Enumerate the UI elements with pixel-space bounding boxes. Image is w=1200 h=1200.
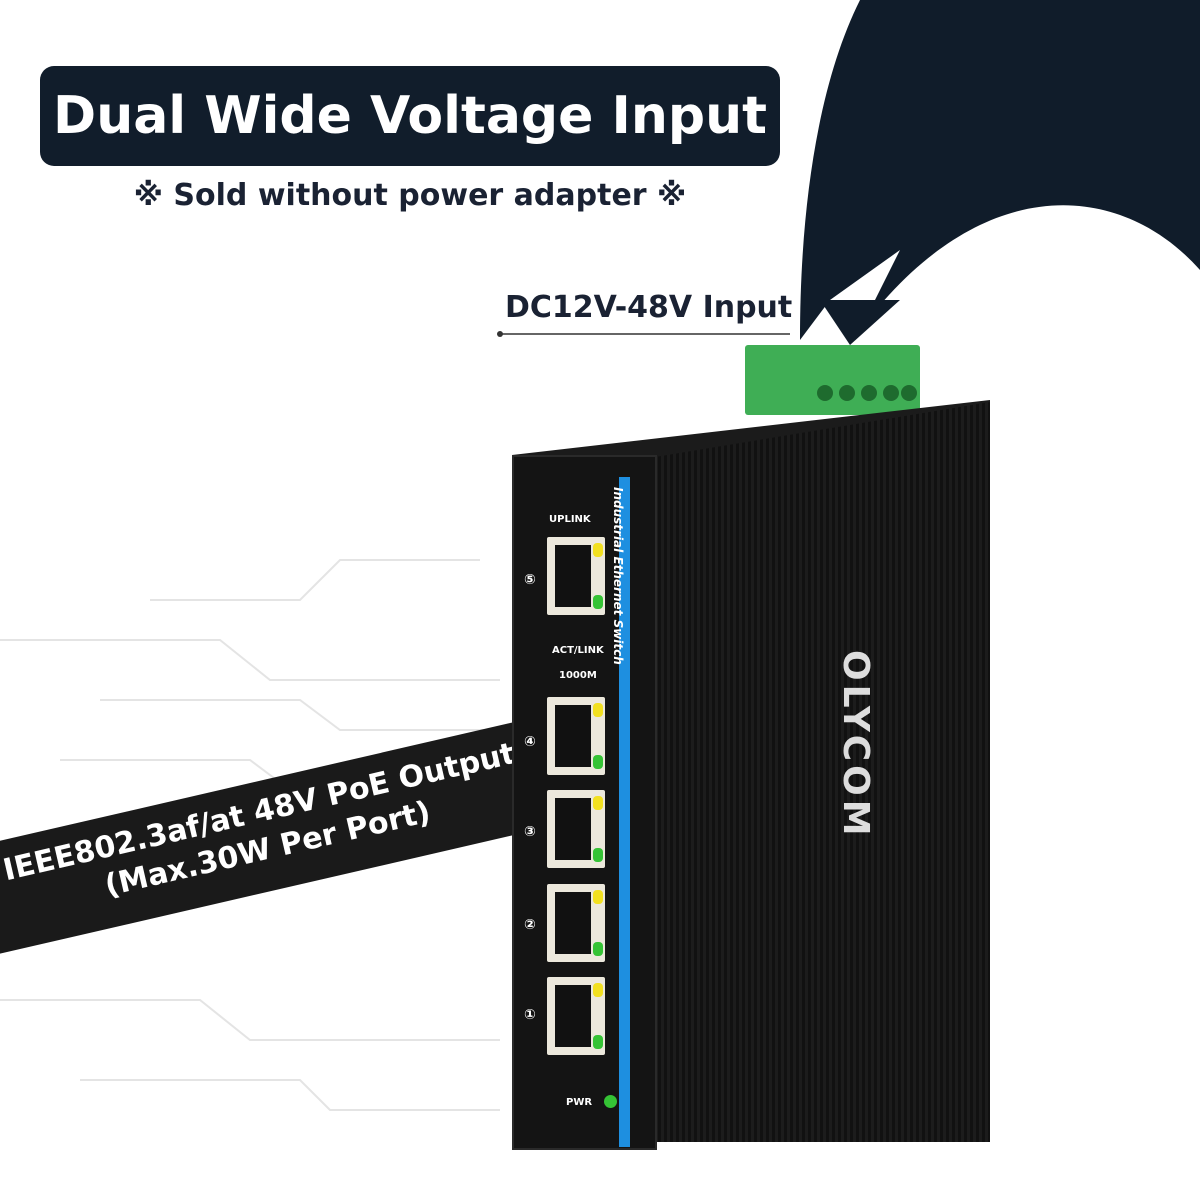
device-type-label: Industrial Ethernet Switch: [611, 487, 625, 665]
brand-logo: OLYCOM: [835, 650, 876, 840]
act-link-label: ACT/LINK: [552, 645, 604, 656]
ethernet-port-3[interactable]: [547, 790, 605, 868]
terminal-block: [745, 345, 920, 415]
port-number: ②: [524, 917, 536, 933]
switch-front-panel: Industrial Ethernet Switch UPLINK ⑤ ACT/…: [512, 455, 657, 1150]
speed-label: 1000M: [559, 670, 597, 681]
blue-stripe: [619, 477, 630, 1147]
ethernet-port-4[interactable]: [547, 697, 605, 775]
port-number: ④: [524, 734, 536, 750]
port-number: ⑤: [524, 572, 536, 588]
input-label: DC12V-48V Input: [505, 290, 793, 325]
port-number: ①: [524, 1007, 536, 1023]
ethernet-port-1[interactable]: [547, 977, 605, 1055]
arrow-head-icon: [820, 300, 900, 345]
callout-dot: [497, 331, 503, 337]
curved-arrow-icon: [800, 0, 1200, 340]
pwr-label: PWR: [566, 1097, 593, 1108]
title-banner: Dual Wide Voltage Input: [40, 66, 780, 166]
port-number: ③: [524, 824, 536, 840]
ethernet-port-2[interactable]: [547, 884, 605, 962]
ethernet-port-5[interactable]: [547, 537, 605, 615]
switch-side: [655, 402, 990, 1142]
page-title: Dual Wide Voltage Input: [53, 86, 767, 146]
uplink-label: UPLINK: [549, 514, 591, 525]
subtitle: ※ Sold without power adapter ※: [133, 178, 687, 213]
power-led-icon: [604, 1095, 617, 1108]
